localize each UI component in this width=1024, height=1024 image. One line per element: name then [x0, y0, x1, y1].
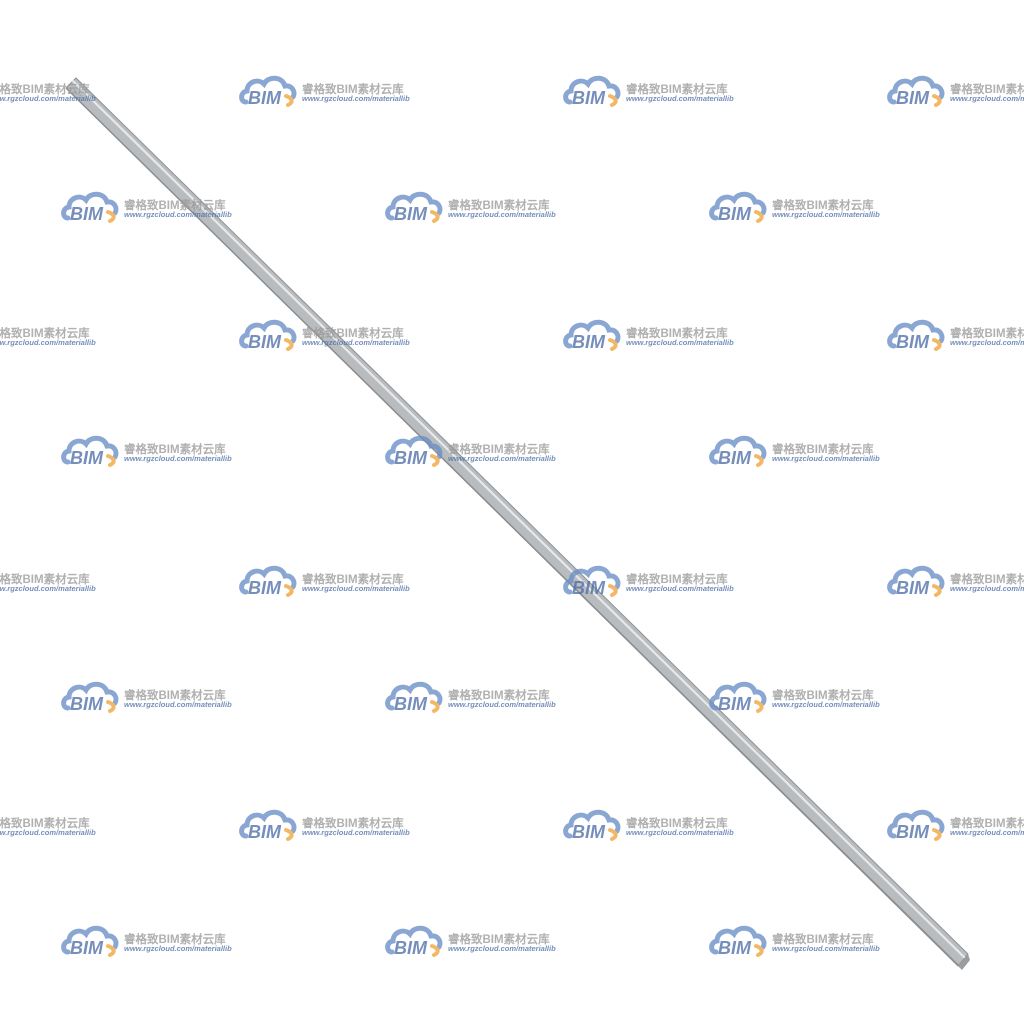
rod-end-cap — [958, 954, 970, 970]
rod-shadow-edge — [66, 88, 959, 966]
rod-highlight — [71, 79, 966, 959]
rod-body — [65, 77, 969, 967]
steel-rod — [65, 77, 970, 970]
